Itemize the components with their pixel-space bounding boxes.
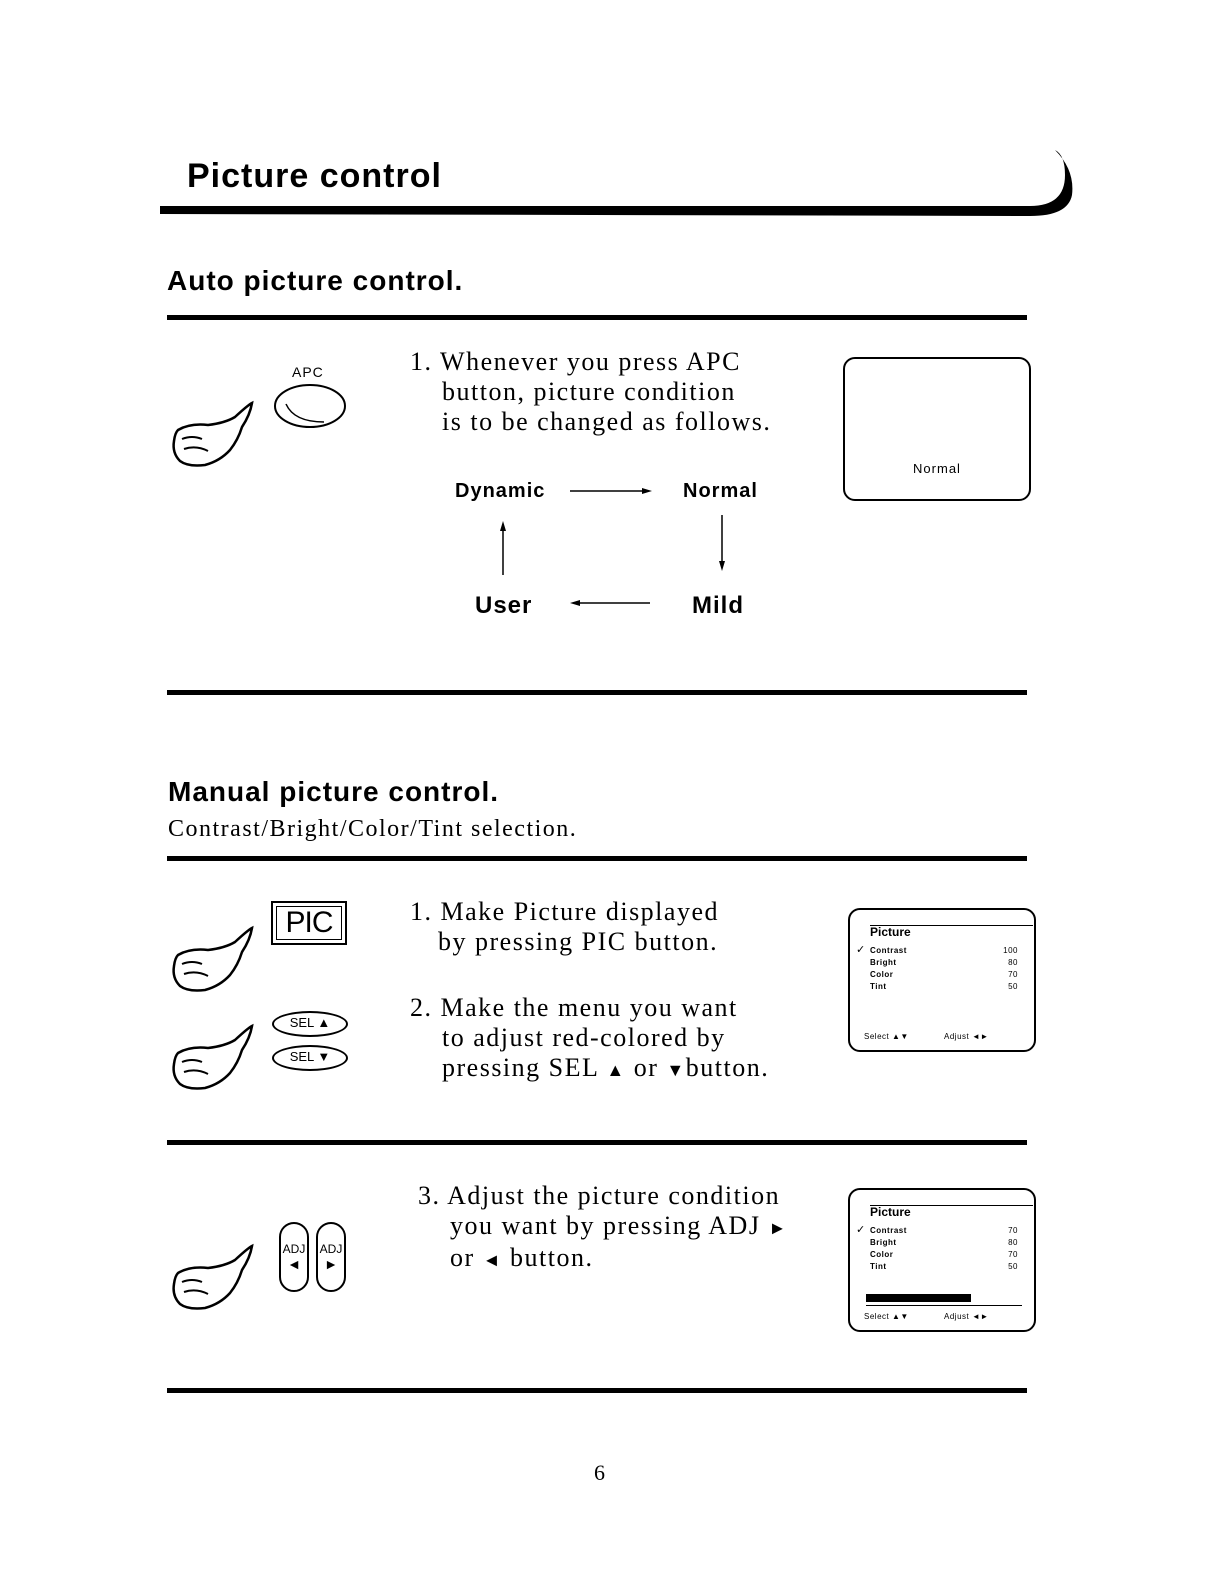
sel-down-button[interactable]: SEL ▼ [272,1045,348,1071]
adj-left-button[interactable]: ADJ ◄ [279,1222,309,1292]
tv-screen-menu-adjust: Picture ✓ Contrast Bright Color Tint 70 … [848,1188,1036,1332]
triangle-down-icon: ▼ [666,1060,686,1080]
sel-up-button[interactable]: SEL ▲ [272,1011,348,1037]
menu-item-value: 50 [1008,1262,1018,1271]
step-3-pressing-adj: you want by pressing ADJ [450,1211,761,1240]
manual-step-2-line-2: to adjust red-colored by [442,1023,726,1052]
flow-user: User [475,592,533,619]
page-number: 6 [594,1460,605,1485]
step-3-or: or [450,1243,475,1272]
auto-step-1-line-2: button, picture condition [442,377,736,406]
menu-item-label: Tint [870,982,887,991]
tv-screen-menu: Picture ✓ Contrast Bright Color Tint 100… [848,908,1036,1052]
manual-subtitle: Contrast/Bright/Color/Tint selection. [168,816,578,842]
menu-bar-underline [866,1305,1022,1306]
sel-down-label: SEL [289,1049,314,1064]
apc-mode-label: Normal [913,461,961,476]
flow-mild: Mild [692,592,744,619]
hand-pointer-icon [172,1243,254,1310]
check-mark-icon: ✓ [856,1224,866,1236]
flow-arrows [500,488,725,606]
menu-item-values: 70 80 70 50 [990,1225,1018,1273]
adjust-level-bar [866,1294,1016,1302]
manual-step-2: 2. Make the menu you want to adjust red-… [410,993,769,1085]
menu-item-value: 100 [1003,946,1018,955]
pic-button[interactable]: PIC [271,901,347,945]
adjust-level-fill [866,1294,971,1302]
adj-left-label: ADJ [282,1242,306,1256]
menu-item-values: 100 80 70 50 [990,945,1018,993]
menu-item-label: Bright [870,1238,897,1247]
triangle-down-icon: ▼ [317,1049,331,1064]
check-mark-icon: ✓ [856,944,866,956]
triangle-right-icon: ► [768,1218,788,1238]
step-3-button: button. [510,1243,594,1272]
step-2-button: button. [685,1053,770,1082]
menu-adjust-hint: Adjust ◄► [944,1032,989,1041]
manual-bottom-rule [167,1388,1027,1393]
auto-step-1-line-3: is to be changed as follows. [442,407,772,436]
adj-right-label: ADJ [319,1242,343,1256]
manual-section-title: Manual picture control. [168,776,500,807]
flow-dynamic: Dynamic [455,480,546,502]
triangle-up-icon: ▲ [317,1015,331,1030]
sel-up-label: SEL [289,1015,314,1030]
apc-button-label: APC [292,364,324,380]
flow-normal: Normal [683,480,758,502]
manual-step-3-line-3: or ◄ button. [418,1243,788,1275]
menu-item-value: 80 [1008,958,1018,967]
auto-bottom-rule [167,690,1027,695]
menu-item-label: Contrast [870,946,907,955]
menu-item-labels: Contrast Bright Color Tint [870,1225,907,1273]
manual-step-1-line-2: by pressing PIC button. [438,927,719,956]
auto-section-title: Auto picture control. [167,265,464,296]
menu-select-hint: Select ▲▼ [864,1312,909,1321]
menu-title: Picture [870,925,911,939]
tv-screen-apc: Normal [843,357,1031,501]
manual-step-3-line-1: 3. Adjust the picture condition [418,1181,781,1210]
hand-pointer-icon [172,400,254,467]
auto-step-1-line-1: 1. Whenever you press APC [410,347,741,376]
manual-step-3-line-2: you want by pressing ADJ ► [418,1211,788,1243]
header-rule [160,150,1073,216]
triangle-left-icon: ◄ [287,1256,301,1272]
menu-item-value: 80 [1008,1238,1018,1247]
menu-item-value: 70 [1008,1250,1018,1259]
adj-right-button[interactable]: ADJ ► [316,1222,346,1292]
manual-step-2-line-3: pressing SEL ▲ or ▼button. [410,1053,769,1085]
triangle-left-icon: ◄ [482,1250,502,1270]
manual-step-2-line-1: 2. Make the menu you want [410,993,738,1022]
menu-item-labels: Contrast Bright Color Tint [870,945,907,993]
menu-item-value: 70 [1008,1226,1018,1235]
menu-item-label: Color [870,970,894,979]
menu-adjust-hint: Adjust ◄► [944,1312,989,1321]
menu-item-label: Tint [870,1262,887,1271]
menu-item-value: 70 [1008,970,1018,979]
manual-top-rule [167,856,1027,861]
step-2-or: or [633,1053,659,1082]
menu-title: Picture [870,1205,911,1219]
apc-button[interactable] [272,382,348,430]
hand-pointer-icon [172,1023,254,1090]
auto-top-rule [167,315,1027,320]
triangle-up-icon: ▲ [606,1060,626,1080]
triangle-right-icon: ► [324,1256,338,1272]
menu-title-underline [870,925,1033,926]
menu-item-label: Color [870,1250,894,1259]
manual-middle-rule [167,1140,1027,1145]
hand-pointer-icon [172,925,254,992]
manual-step-1-line-1: 1. Make Picture displayed [410,897,719,926]
menu-select-hint: Select ▲▼ [864,1032,909,1041]
menu-item-label: Bright [870,958,897,967]
manual-step-3: 3. Adjust the picture condition you want… [418,1181,788,1275]
menu-title-underline [870,1205,1033,1206]
manual-step-1: 1. Make Picture displayed by pressing PI… [410,897,719,957]
step-2-pressing-sel: pressing SEL [442,1053,599,1082]
menu-item-value: 50 [1008,982,1018,991]
menu-item-label: Contrast [870,1226,907,1235]
page-title: Picture control [187,157,442,195]
auto-step-1: 1. Whenever you press APC button, pictur… [410,347,771,437]
